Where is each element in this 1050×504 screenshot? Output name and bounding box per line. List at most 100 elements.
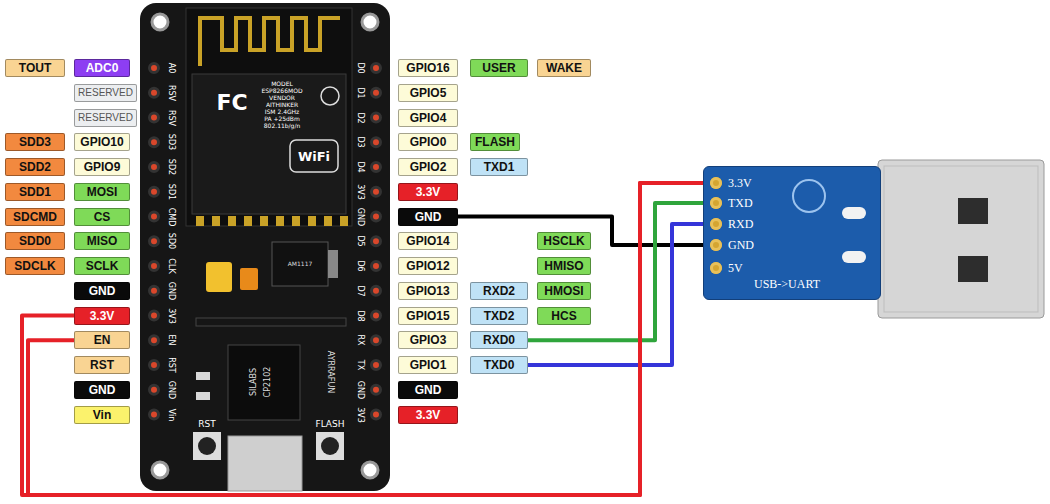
pin-silkscreen: RST xyxy=(167,357,175,373)
pin-label: GPIO9 xyxy=(74,158,130,176)
mount-hole xyxy=(362,462,378,478)
nodemcu-board xyxy=(140,3,390,491)
pin-function: GPIO0 xyxy=(410,135,447,149)
pin-function: TXD2 xyxy=(484,309,515,323)
smd-component xyxy=(842,251,866,263)
pin-function: EN xyxy=(94,333,111,347)
pin-function: Vin xyxy=(93,408,111,422)
header-pin xyxy=(372,361,381,370)
module-pad xyxy=(308,216,316,226)
pin-function: RST xyxy=(90,358,114,372)
micro-usb-port xyxy=(228,436,302,491)
button-label: RST xyxy=(198,420,215,429)
pin-function: GPIO10 xyxy=(80,135,123,149)
pin-label: HSCLK xyxy=(537,232,591,250)
pin-label: GPIO14 xyxy=(398,232,458,250)
pin-silkscreen: GND xyxy=(167,381,175,399)
header-pin xyxy=(150,88,159,97)
pin-silkscreen: CLK xyxy=(167,258,175,273)
pin-silkscreen: D7 xyxy=(356,285,364,296)
pin-silkscreen: D4 xyxy=(356,161,364,172)
pin-silkscreen: GND xyxy=(356,381,364,399)
pin-function: GPIO1 xyxy=(410,358,447,372)
pin-label: GPIO4 xyxy=(398,109,458,127)
pin-label: TXD2 xyxy=(470,307,528,325)
pin-label: RESERVED xyxy=(74,84,137,102)
regulator xyxy=(272,242,328,286)
pin-label: EN xyxy=(74,331,130,349)
antenna-trace xyxy=(200,18,340,66)
pin-name: 3.3V xyxy=(728,176,752,190)
pin-name: TXD xyxy=(728,196,753,210)
vendor-logo xyxy=(321,87,339,105)
pin-silkscreen: SD2 xyxy=(167,159,175,175)
pin-function: RXD2 xyxy=(483,284,515,298)
pin-label: HCS xyxy=(537,307,591,325)
pin-function: GND xyxy=(89,284,116,298)
pin-label: SDD3 xyxy=(5,133,65,151)
header-pin xyxy=(150,138,159,147)
pin-silkscreen: SD0 xyxy=(167,233,175,249)
rf-shield xyxy=(192,74,346,214)
pin-function: GPIO15 xyxy=(406,309,449,323)
usb-plug-hole xyxy=(958,198,988,224)
module-marking: AITHINKER xyxy=(266,102,298,108)
wifi-logo: WiFi xyxy=(298,150,330,163)
pin-label: GPIO2 xyxy=(398,158,458,176)
chip-marking: CP2102 xyxy=(264,367,272,398)
button-label: FLASH xyxy=(315,420,344,429)
header-pin xyxy=(372,385,381,394)
pin-function: GPIO12 xyxy=(406,259,449,273)
pin-silkscreen: D0 xyxy=(356,62,364,73)
header-pin xyxy=(372,88,381,97)
pin-function: RESERVED xyxy=(78,86,133,100)
pin-label: GND xyxy=(74,282,130,300)
header-pin xyxy=(150,385,159,394)
pin-label: GPIO13 xyxy=(398,282,458,300)
reset-button xyxy=(193,432,221,460)
pin-label: CS xyxy=(74,208,130,226)
pin-function: WAKE xyxy=(546,61,582,75)
jumper-wire xyxy=(528,224,703,365)
smd-component xyxy=(842,207,866,219)
module-marking: ISM 2.4GHz xyxy=(265,109,300,115)
pin-label: RXD2 xyxy=(470,282,528,300)
mount-hole xyxy=(152,14,168,30)
reset-button-cap xyxy=(198,437,216,455)
pin-function: RESERVED xyxy=(78,111,133,125)
pin-label: GPIO5 xyxy=(398,84,458,102)
flash-button xyxy=(316,432,344,460)
pin-function: SCLK xyxy=(86,259,119,273)
pin-label: GPIO3 xyxy=(398,331,458,349)
jumper-wire xyxy=(22,183,703,495)
header-pin xyxy=(150,262,159,271)
header-pin xyxy=(150,410,159,419)
pin-function: 3.3V xyxy=(90,309,115,323)
pin-label: GPIO16 xyxy=(398,59,458,77)
pin-label: RESERVED xyxy=(74,109,137,127)
header-pin xyxy=(372,237,381,246)
pin-label: TXD0 xyxy=(470,356,528,374)
pad-row xyxy=(196,318,346,326)
header-pin xyxy=(150,361,159,370)
pin-silkscreen: RSV xyxy=(167,85,175,101)
pin-silkscreen: D5 xyxy=(356,236,364,247)
pin-label: GND xyxy=(74,381,130,399)
mount-hole xyxy=(362,14,378,30)
regulator-tab xyxy=(328,250,338,278)
header-pin xyxy=(150,163,159,172)
header-pin xyxy=(150,237,159,246)
pin-silkscreen: D1 xyxy=(356,87,364,98)
pin-silkscreen: RSV xyxy=(167,109,175,125)
pin-function: SDCMD xyxy=(13,210,57,224)
pin-label: ADC0 xyxy=(74,59,130,77)
pin-label: MISO xyxy=(74,232,130,250)
header-pin xyxy=(150,311,159,320)
pin-function: RXD0 xyxy=(483,333,515,347)
pin-silkscreen: TX xyxy=(356,360,364,370)
module-marking: ESP8266MOD xyxy=(261,88,302,94)
pin-function: USER xyxy=(482,61,515,75)
pin-label: HMOSI xyxy=(537,282,591,300)
header-pin xyxy=(372,311,381,320)
pin-label: GPIO12 xyxy=(398,257,458,275)
